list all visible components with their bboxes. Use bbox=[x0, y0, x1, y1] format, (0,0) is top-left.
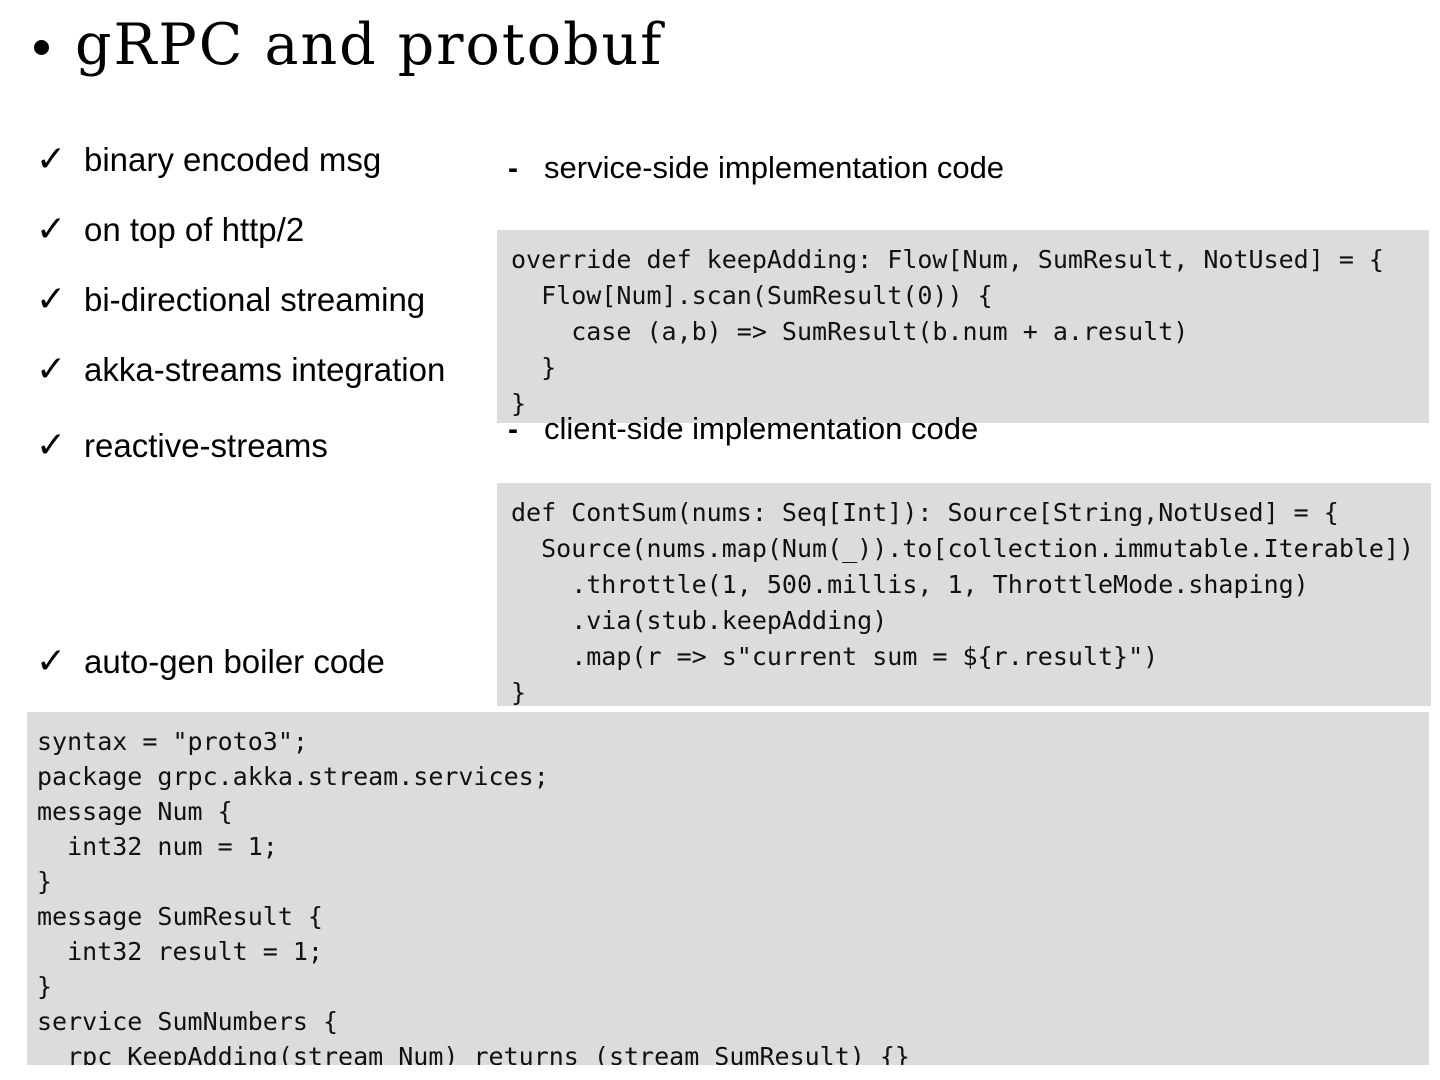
section-heading-service: - service-side implementation code bbox=[508, 152, 1004, 184]
list-item-label: reactive-streams bbox=[84, 427, 328, 464]
list-item: ✓ akka-streams integration bbox=[36, 352, 486, 422]
list-spacer bbox=[36, 498, 486, 644]
list-item: ✓ binary encoded msg bbox=[36, 142, 486, 212]
check-mark-icon: ✓ bbox=[36, 279, 67, 320]
section-heading-label: client-side implementation code bbox=[544, 411, 979, 446]
title-text: gRPC and protobuf bbox=[75, 12, 664, 78]
list-item-label: akka-streams integration bbox=[84, 351, 446, 388]
dash-icon: - bbox=[508, 413, 518, 446]
list-item: ✓ reactive-streams bbox=[36, 428, 486, 498]
dash-icon: - bbox=[508, 152, 518, 185]
list-item-label: bi-directional streaming bbox=[84, 281, 426, 318]
list-item: ✓ auto-gen boiler code bbox=[36, 644, 486, 714]
code-block-proto: syntax = "proto3"; package grpc.akka.str… bbox=[27, 712, 1429, 1065]
check-mark-icon: ✓ bbox=[36, 139, 67, 180]
list-item: ✓ bi-directional streaming bbox=[36, 282, 486, 352]
check-mark-icon: ✓ bbox=[36, 641, 67, 682]
section-heading-client: - client-side implementation code bbox=[508, 413, 978, 445]
list-item-label: binary encoded msg bbox=[84, 141, 382, 178]
list-item-label: on top of http/2 bbox=[84, 211, 305, 248]
code-block-client: def ContSum(nums: Seq[Int]): Source[Stri… bbox=[497, 483, 1431, 706]
code-block-service: override def keepAdding: Flow[Num, SumRe… bbox=[497, 230, 1429, 423]
list-item: ✓ on top of http/2 bbox=[36, 212, 486, 282]
check-mark-icon: ✓ bbox=[36, 349, 67, 390]
check-mark-icon: ✓ bbox=[36, 209, 67, 250]
bullet-dot-icon bbox=[34, 40, 49, 55]
check-mark-icon: ✓ bbox=[36, 425, 67, 466]
page-title: gRPC and protobuf bbox=[34, 12, 664, 78]
section-heading-label: service-side implementation code bbox=[544, 150, 1005, 185]
list-item-label: auto-gen boiler code bbox=[84, 643, 385, 680]
feature-list: ✓ binary encoded msg ✓ on top of http/2 … bbox=[36, 142, 486, 752]
